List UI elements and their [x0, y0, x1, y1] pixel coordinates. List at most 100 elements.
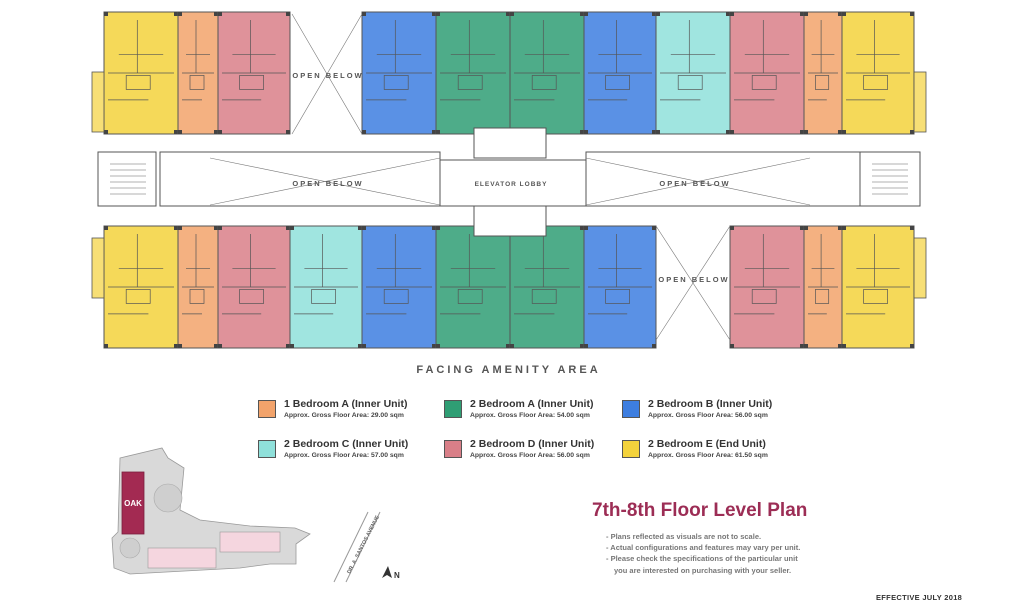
open-below-label-corridor-right: OPEN BELOW [659, 179, 730, 188]
column-marker [506, 12, 510, 16]
column-marker [214, 226, 218, 230]
balcony [913, 71, 927, 133]
legend-item-2br-a: 2 Bedroom A (Inner Unit) Approx. Gross F… [444, 398, 614, 432]
balcony [91, 237, 105, 299]
legend-swatch [258, 400, 276, 418]
unit-interior [734, 20, 800, 101]
legend-item-2br-e: 2 Bedroom E (End Unit) Approx. Gross Flo… [622, 438, 792, 472]
column-marker [218, 130, 222, 134]
corridor [97, 127, 921, 237]
notes-list: - Plans reflected as visuals are not to … [606, 531, 800, 576]
open-below-label-corridor-left: OPEN BELOW [292, 179, 363, 188]
column-marker [584, 226, 588, 230]
legend-label: 1 Bedroom A (Inner Unit) [284, 398, 408, 410]
column-marker [218, 226, 222, 230]
unit-interior [588, 20, 652, 101]
column-marker [286, 130, 290, 134]
column-marker [506, 344, 510, 348]
column-marker [362, 226, 366, 230]
unit-interior [182, 234, 214, 315]
column-marker [652, 12, 656, 16]
unit-interior [440, 20, 506, 101]
column-marker [286, 344, 290, 348]
legend-swatch [444, 440, 462, 458]
page-title: 7th-8th Floor Level Plan [592, 500, 808, 521]
column-marker [436, 344, 440, 348]
legend-swatch [622, 440, 640, 458]
column-marker [432, 12, 436, 16]
column-marker [580, 226, 584, 230]
column-marker [804, 12, 808, 16]
column-marker [286, 12, 290, 16]
note-item: - Actual configurations and features may… [606, 543, 801, 553]
column-marker [104, 226, 108, 230]
legend-item-1br-a: 1 Bedroom A (Inner Unit) Approx. Gross F… [258, 398, 428, 432]
column-marker [910, 12, 914, 16]
legend-swatch [622, 400, 640, 418]
column-marker [800, 226, 804, 230]
legend-area: Approx. Gross Floor Area: 56.00 sqm [470, 452, 590, 459]
column-marker [436, 226, 440, 230]
column-marker [214, 12, 218, 16]
column-marker [178, 130, 182, 134]
open-below-corridor-left [159, 151, 441, 207]
column-marker [838, 344, 842, 348]
effective-date: EFFECTIVE JULY 2018 [876, 593, 963, 602]
column-marker [584, 130, 588, 134]
legend-swatch [444, 400, 462, 418]
unit-interior [440, 234, 506, 315]
column-marker [178, 12, 182, 16]
unit-interior [846, 20, 910, 101]
legend-swatch [258, 440, 276, 458]
column-marker [800, 130, 804, 134]
oak-building [121, 471, 145, 535]
column-marker [730, 12, 734, 16]
unit-interior [660, 20, 726, 101]
unit-interior [808, 20, 838, 101]
unit-interior [846, 234, 910, 315]
stair-left [97, 151, 157, 207]
column-marker [838, 130, 842, 134]
legend-area: Approx. Gross Floor Area: 57.00 sqm [284, 452, 404, 459]
north-label: N [394, 571, 400, 580]
elevator-core-top [473, 127, 547, 159]
column-marker [910, 344, 914, 348]
column-marker [362, 130, 366, 134]
site-building [219, 531, 281, 553]
column-marker [804, 344, 808, 348]
balcony [913, 237, 927, 299]
column-marker [730, 344, 734, 348]
column-marker [656, 130, 660, 134]
elevator-core-bottom [473, 205, 547, 237]
column-marker [580, 12, 584, 16]
column-marker [358, 344, 362, 348]
open-below-label-bottom-right: OPEN BELOW [658, 275, 729, 284]
elevator-lobby-area [439, 159, 587, 207]
column-marker [910, 226, 914, 230]
unit-interior [366, 20, 432, 101]
column-marker [174, 130, 178, 134]
column-marker [800, 344, 804, 348]
column-marker [800, 12, 804, 16]
unit-interior [294, 234, 358, 315]
column-marker [362, 12, 366, 16]
column-marker [432, 344, 436, 348]
site-plan: OAK DR. A. SANTOS AVENUE N [111, 447, 400, 583]
column-marker [652, 226, 656, 230]
column-marker [436, 130, 440, 134]
column-marker [580, 130, 584, 134]
column-marker [804, 226, 808, 230]
unit-interior [588, 234, 652, 315]
column-marker [218, 12, 222, 16]
unit-interior [514, 234, 580, 315]
unit-interior [222, 20, 286, 101]
floor-plan: OPEN BELOW OPEN BELOW ELEVATOR LOBBY OPE… [91, 11, 927, 349]
north-arrow-icon [382, 566, 392, 578]
column-marker [286, 226, 290, 230]
column-marker [910, 130, 914, 134]
column-marker [656, 12, 660, 16]
column-marker [584, 344, 588, 348]
unit-interior [182, 20, 214, 101]
stair-right [859, 151, 921, 207]
column-marker [726, 130, 730, 134]
